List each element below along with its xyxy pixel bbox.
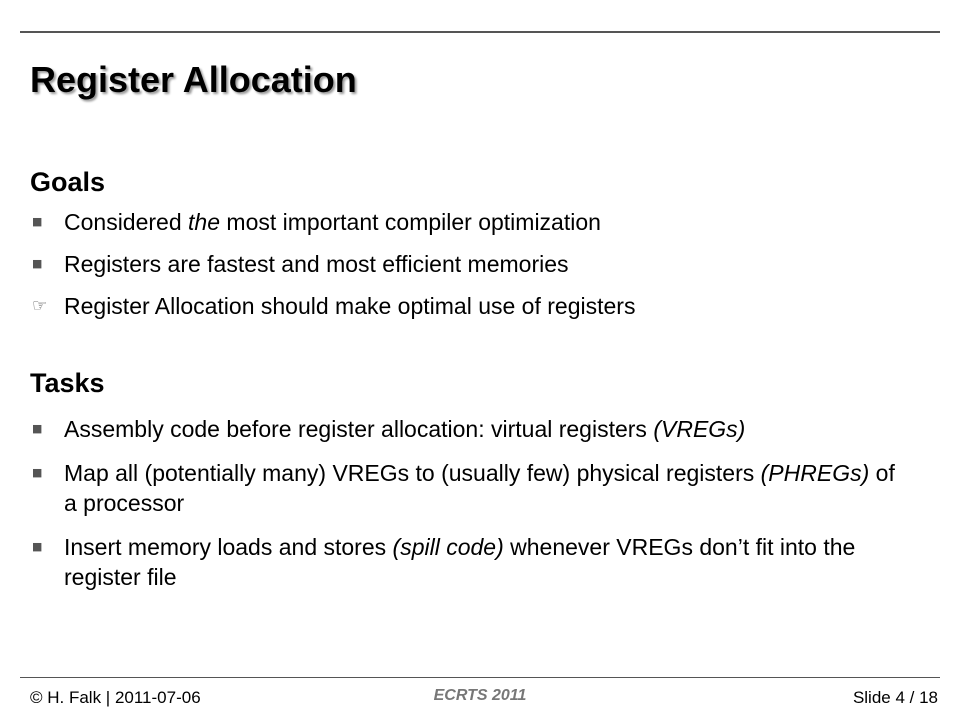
list-item: ■ Map all (potentially many) VREGs to (u… xyxy=(30,458,910,518)
footer-rule xyxy=(20,677,940,678)
tasks-list: ■ Assembly code before register allocati… xyxy=(30,414,910,592)
item-text: of a processor xyxy=(64,460,895,516)
item-text: Map all (potentially many) VREGs to (usu… xyxy=(64,460,761,486)
goals-list: ■ Considered the most important compiler… xyxy=(30,207,910,321)
item-text: Registers are fastest and most efficient… xyxy=(64,251,569,277)
item-text-italic: the xyxy=(188,209,221,235)
item-text: Considered xyxy=(64,209,189,235)
square-bullet-icon: ■ xyxy=(32,422,43,435)
item-text-italic: (spill code) xyxy=(392,534,504,560)
list-item: ■ Insert memory loads and stores (spill … xyxy=(30,532,910,592)
item-text: Register Allocation should make optimal … xyxy=(64,293,636,319)
section-tasks: Tasks ■ Assembly code before register al… xyxy=(30,366,910,592)
list-item: ■ Assembly code before register allocati… xyxy=(30,414,910,444)
section-heading: Tasks xyxy=(30,368,105,398)
square-bullet-icon: ■ xyxy=(32,257,43,270)
item-text-italic: (PHREGs) xyxy=(760,460,870,486)
item-text: whenever VREGs don’t fit into the regist… xyxy=(64,534,856,590)
item-text: Insert memory loads and stores xyxy=(64,534,393,560)
section-heading: Goals xyxy=(30,167,106,197)
list-item: ■ Considered the most important compiler… xyxy=(30,207,910,237)
square-bullet-icon: ■ xyxy=(32,540,43,553)
slide-title: Register Allocation xyxy=(30,59,357,100)
footer-conference: ECRTS 2011 xyxy=(433,687,527,704)
top-rule xyxy=(20,31,940,33)
pointing-hand-icon: ☞ xyxy=(32,296,48,316)
section-goals: Goals ■ Considered the most important co… xyxy=(30,165,910,321)
footer-author-date: © H. Falk | 2011-07-06 xyxy=(30,688,201,707)
list-item: ■ Registers are fastest and most efficie… xyxy=(30,249,910,279)
item-text-italic: (VREGs) xyxy=(653,416,746,442)
item-text: most important compiler optimization xyxy=(220,209,601,235)
square-bullet-icon: ■ xyxy=(32,466,43,479)
list-item: ☞ Register Allocation should make optima… xyxy=(30,291,910,321)
item-text: Assembly code before register allocation… xyxy=(64,416,654,442)
square-bullet-icon: ■ xyxy=(32,215,43,228)
slide-number: Slide 4 / 18 xyxy=(852,688,938,707)
